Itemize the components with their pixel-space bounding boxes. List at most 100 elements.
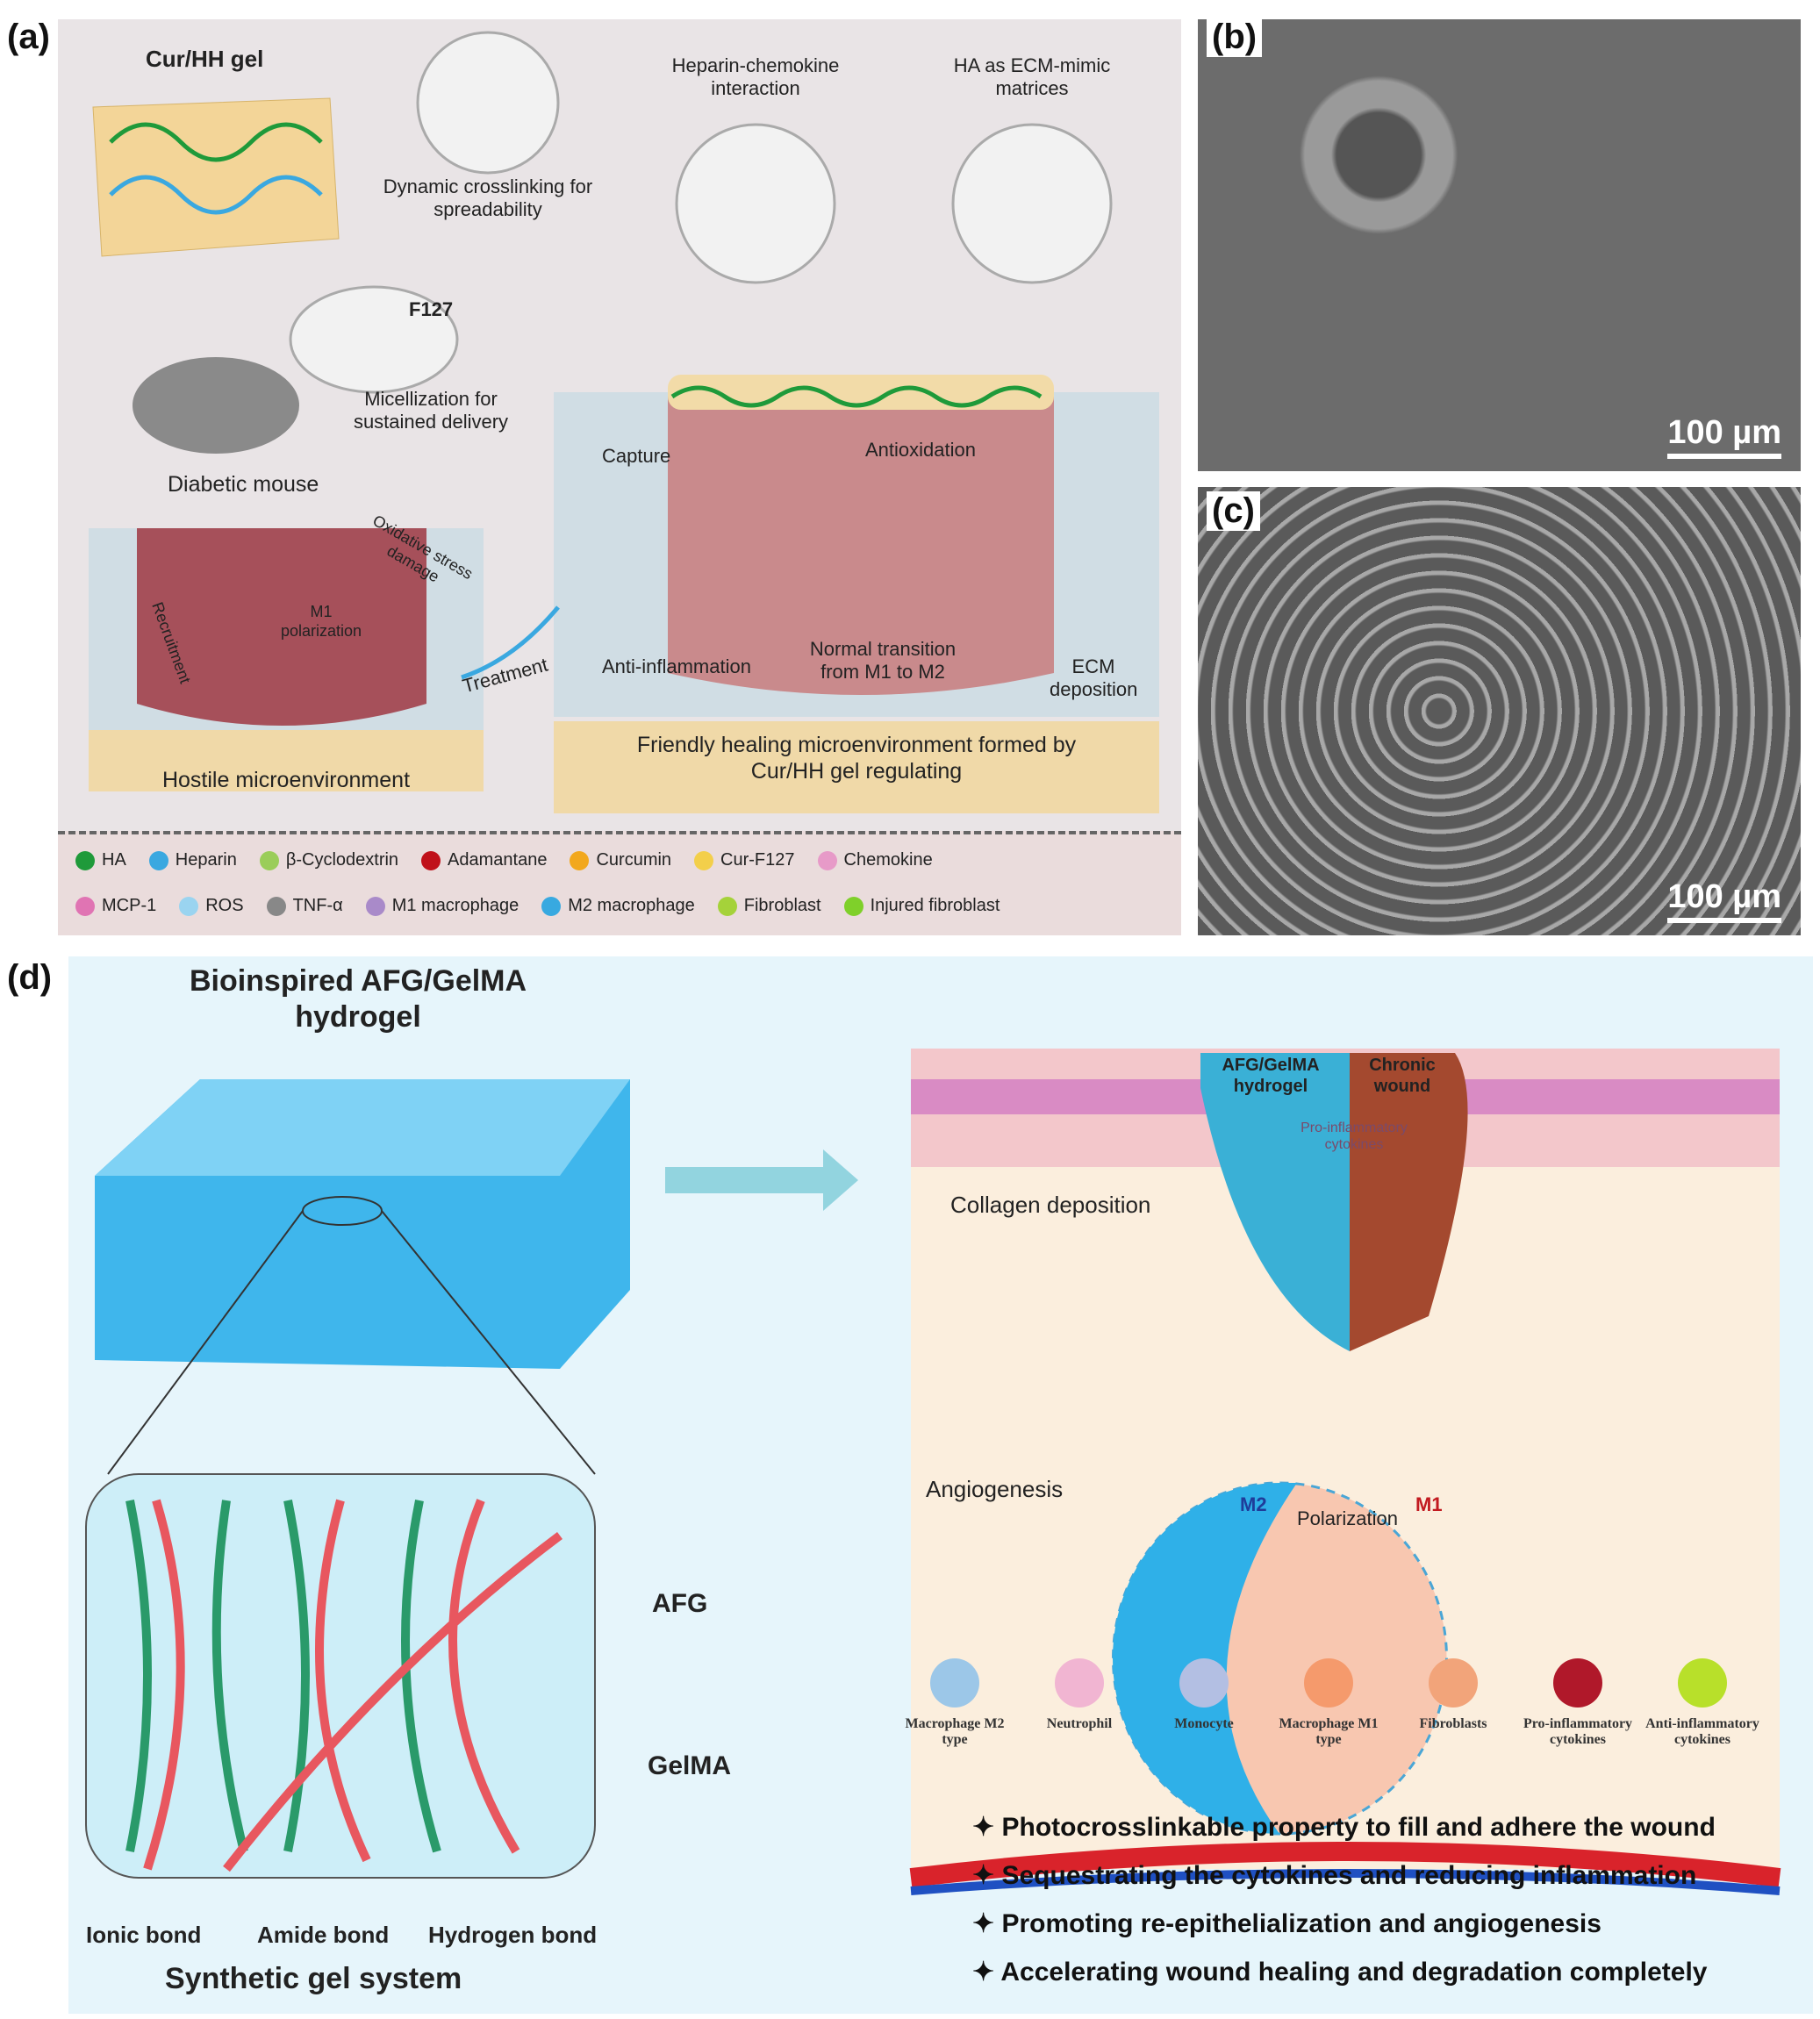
scale-label-b: 100 µm (1667, 414, 1781, 451)
cell-icon (1179, 1658, 1229, 1708)
dynamic-crosslinking-label: Dynamic crosslinking for spreadability (383, 175, 593, 221)
legend-swatch-icon (365, 896, 385, 916)
legend-item: Neutrophil (1022, 1658, 1136, 1732)
legend-item: Monocyte (1147, 1658, 1261, 1732)
legend-label: Neutrophil (1046, 1716, 1113, 1731)
legend-swatch-icon (266, 896, 286, 916)
legend-label: MCP-1 (102, 896, 157, 915)
scale-label-c: 100 µm (1667, 878, 1781, 915)
legend-item: Macrophage M2 type (898, 1658, 1012, 1748)
legend-label: Chemokine (843, 850, 933, 870)
anti-inflammation-label: Anti-inflammation (602, 655, 751, 677)
plus-star-icon: ✦ (972, 1958, 1001, 1987)
benefit-text: Sequestrating the cytokines and reducing… (1001, 1861, 1697, 1890)
panel-a-schematic: Cur/HH gel Dynamic crosslinking for spre… (58, 19, 1181, 935)
legend-item: M2 macrophage (541, 896, 695, 916)
legend-label: M2 macrophage (568, 896, 695, 915)
afg-label: AFG (652, 1589, 708, 1618)
m1-polarization-label: M1 polarization (280, 603, 362, 640)
panel-label-a: (a) (7, 18, 50, 56)
gelma-label: GelMA (648, 1751, 732, 1780)
legend-label: ROS (205, 896, 244, 915)
cell-icon (1055, 1658, 1104, 1708)
ionic-bond-label: Ionic bond (86, 1922, 202, 1948)
legend-item: MCP-1 (75, 896, 156, 916)
legend-item: Macrophage M1 type (1272, 1658, 1386, 1748)
collagen-label: Collagen deposition (950, 1192, 1151, 1218)
legend-label: Cur-F127 (720, 850, 795, 870)
legend-label: Curcumin (596, 850, 672, 870)
panel-label-d: (d) (7, 958, 53, 997)
normal-transition-label: Normal transition from M1 to M2 (809, 638, 957, 684)
legend-label: Anti-inflammatory cytokines (1645, 1716, 1759, 1747)
legend-label: Injured fibroblast (870, 896, 1000, 915)
sem-image-c: 100 µm (1198, 487, 1801, 935)
panel-d-title: Bioinspired AFG/GelMA hydrogel (189, 964, 527, 1034)
plus-star-icon: ✦ (972, 1861, 1002, 1890)
legend-item: Cur-F127 (694, 850, 795, 870)
panel-a-legend: HA Heparin β-Cyclodextrin Adamantane Curcumi… (58, 831, 1181, 935)
cell-icon (930, 1658, 979, 1708)
legend-swatch-icon (75, 896, 95, 916)
legend-item: β-Cyclodextrin (259, 850, 399, 870)
polarization-label: Polarization (1297, 1507, 1398, 1529)
legend-item: Injured fibroblast (843, 896, 1000, 916)
amide-bond-label: Amide bond (257, 1922, 390, 1948)
legend-label: HA (102, 850, 126, 870)
legend-label: TNF-α (292, 896, 343, 915)
hydrogel-label: AFG/GelMA hydrogel (1222, 1056, 1320, 1096)
legend-label: Monocyte (1174, 1716, 1234, 1731)
benefit-item: ✦ Accelerating wound healing and degrada… (972, 1957, 1708, 1987)
panel-d-illustration (85, 1049, 1781, 1895)
legend-swatch-icon (421, 850, 441, 870)
panel-label-b: (b) (1207, 18, 1263, 57)
legend-swatch-icon (717, 896, 737, 916)
legend-swatch-icon (259, 850, 279, 870)
diabetic-mouse-label: Diabetic mouse (168, 472, 319, 497)
ecm-deposition-label: ECM deposition (1050, 655, 1138, 701)
legend-item: Fibroblasts (1396, 1658, 1510, 1732)
pro-inflammatory-label: Pro-inflammatory cytokines (1301, 1120, 1408, 1153)
legend-label: Heparin (175, 850, 237, 870)
legend-item: HA (75, 850, 126, 870)
legend-item: Heparin (148, 850, 237, 870)
panel-d-schematic: Bioinspired AFG/GelMA hydrogel AFG GelMA… (68, 956, 1813, 2014)
benefit-text: Photocrosslinkable property to fill and … (1001, 1813, 1716, 1842)
legend-item: Adamantane (421, 850, 547, 870)
benefit-item: ✦ Sequestrating the cytokines and reduci… (972, 1860, 1696, 1891)
m2-label: M2 (1240, 1493, 1267, 1515)
legend-label: M1 macrophage (391, 896, 519, 915)
legend-swatch-icon (694, 850, 714, 870)
legend-label: Fibroblast (743, 896, 821, 915)
friendly-label: Friendly healing microenvironment formed… (636, 733, 1077, 784)
cell-icon (1304, 1658, 1353, 1708)
benefit-text: Accelerating wound healing and degradati… (1000, 1958, 1708, 1987)
angiogenesis-label: Angiogenesis (926, 1476, 1064, 1502)
legend-swatch-icon (570, 850, 590, 870)
legend-label: Macrophage M1 type (1279, 1716, 1379, 1747)
scale-bar-c: 100 µm (1667, 878, 1781, 923)
legend-item: M1 macrophage (365, 896, 519, 916)
legend-item: ROS (179, 896, 244, 916)
heparin-chemokine-label: Heparin-chemokine interaction (671, 54, 840, 100)
legend-item: Fibroblast (717, 896, 821, 916)
legend-item: Curcumin (570, 850, 671, 870)
plus-star-icon: ✦ (972, 1813, 1002, 1842)
legend-swatch-icon (75, 850, 95, 870)
sem-image-b: 100 µm (1198, 19, 1801, 471)
cell-icon (1553, 1658, 1602, 1708)
panel-a-illustration (89, 31, 1159, 813)
legend-swatch-icon (148, 850, 168, 870)
legend-item: Pro-inflammatory cytokines (1521, 1658, 1635, 1748)
legend-swatch-icon (541, 896, 562, 916)
scale-bar-b: 100 µm (1667, 414, 1781, 459)
legend-label: Fibroblasts (1419, 1716, 1487, 1731)
hostile-label: Hostile microenvironment (161, 768, 411, 792)
cell-icon (1678, 1658, 1727, 1708)
benefit-item: ✦ Photocrosslinkable property to fill an… (972, 1812, 1716, 1843)
capture-label: Capture (602, 445, 671, 467)
chronic-wound-label: Chronic wound (1369, 1056, 1436, 1096)
legend-label: β-Cyclodextrin (285, 850, 399, 870)
synthetic-gel-label: Synthetic gel system (165, 1962, 462, 1995)
legend-item: TNF-α (266, 896, 343, 916)
